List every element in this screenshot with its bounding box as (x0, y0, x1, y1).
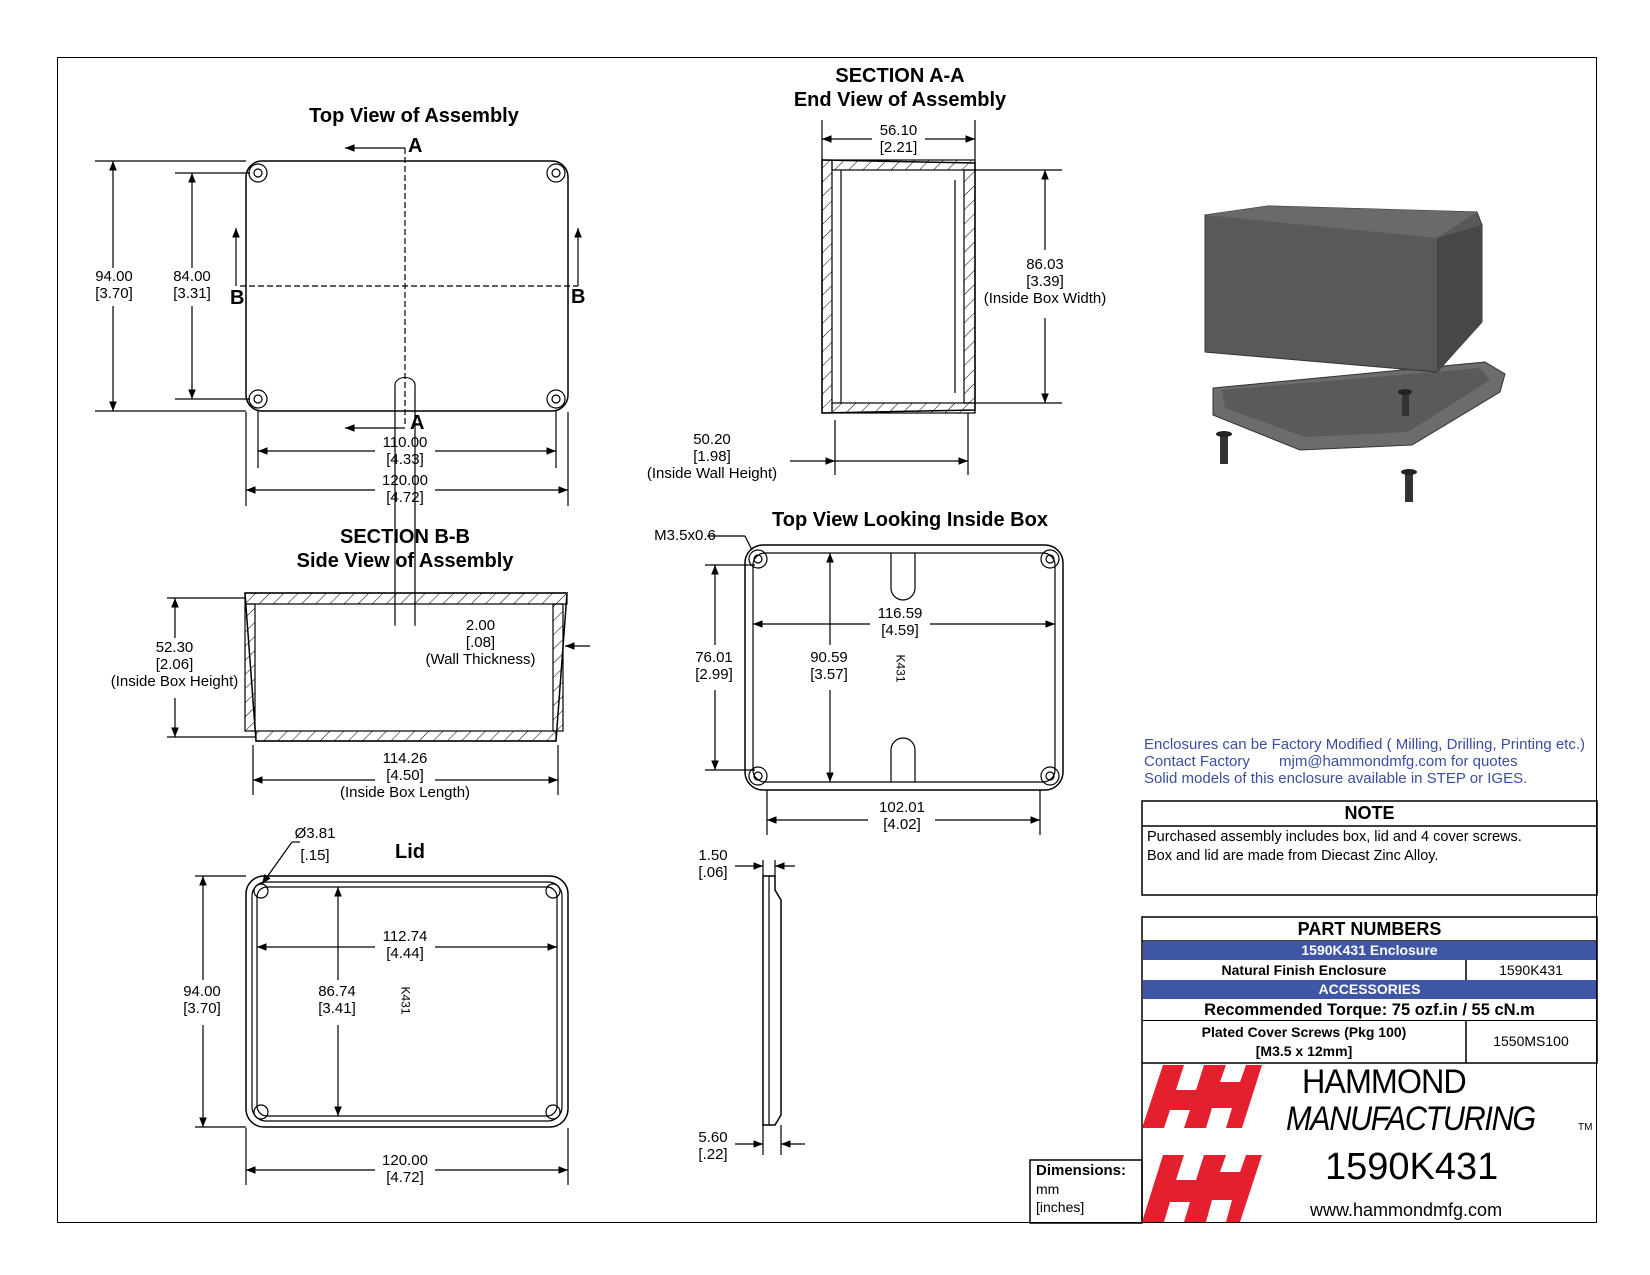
hammond-logo (1142, 1065, 1262, 1222)
dim-inside-width: 116.59[4.59] (877, 605, 923, 639)
dim-inside-box-width: 86.03[3.39](Inside Box Width) (983, 256, 1107, 307)
info-contact: Contact Factory (1144, 753, 1250, 770)
lid-title: Lid (395, 841, 425, 863)
section-bb-view (167, 377, 590, 795)
enclosure-band: 1590K431 Enclosure (1143, 941, 1596, 960)
inside-box-title: Top View Looking Inside Box (772, 509, 1048, 531)
note-title: NOTE (1344, 803, 1395, 823)
dim-lid-hole: Ø3.81[.15] (294, 825, 336, 864)
box-part-mark: K431 (893, 654, 908, 683)
dim-inside-depth: 90.59[3.57] (810, 649, 848, 683)
dim-overall-width: 120.00[4.72] (382, 472, 428, 506)
dim-inside-wall-height: 50.20[1.98](Inside Wall Height) (646, 431, 778, 482)
dim-lid-thickness: 1.50[.06] (698, 847, 728, 881)
dim-lid-width: 120.00[4.72] (382, 1152, 428, 1186)
dimensions-unit-inches: [inches] (1036, 1199, 1085, 1215)
lid-side-view (735, 860, 805, 1155)
dim-hole-spacing: 76.01[2.99] (695, 649, 733, 683)
company-name-manufacturing: MANUFACTURING (1286, 1100, 1536, 1138)
dim-lid-inner-width: 112.74[4.44] (382, 928, 428, 962)
drawing-frame (57, 57, 1597, 1223)
trademark: TM (1578, 1122, 1593, 1133)
dim-inside-box-height: 52.30[2.06](Inside Box Height) (110, 639, 239, 690)
info-modification: Enclosures can be Factory Modified ( Mil… (1144, 736, 1585, 753)
natural-finish-part: 1590K431 (1499, 962, 1563, 978)
company-name-hammond: HAMMOND (1302, 1063, 1467, 1101)
dim-lid-inner-height: 86.74[3.41] (318, 983, 356, 1017)
lid-view (195, 841, 569, 1185)
top-view-title: Top View of Assembly (309, 105, 519, 127)
lid-part-mark: K431 (398, 986, 413, 1015)
dimensions-unit-mm: mm (1036, 1181, 1060, 1197)
info-email[interactable]: mjm@hammondmfg.com for quotes (1279, 753, 1518, 770)
dim-hole-height: 84.00[3.31] (173, 268, 211, 302)
dim-end-width: 56.10[2.21] (879, 122, 918, 156)
dim-lid-height: 94.00[3.70] (183, 983, 221, 1017)
note-body: Purchased assembly includes box, lid and… (1147, 829, 1522, 864)
dim-inside-box-length: 114.26[4.50](Inside Box Length) (339, 750, 471, 801)
section-marker-b-left: B (230, 287, 245, 309)
accessories-band: ACCESSORIES (1143, 980, 1596, 999)
part-numbers-title: PART NUMBERS (1297, 919, 1442, 939)
torque-spec: Recommended Torque: 75 ozf.in / 55 cN.m (1143, 1000, 1596, 1021)
enclosure-3d-render (1204, 205, 1506, 502)
thread-callout: M3.5x0.6 (654, 527, 716, 544)
dim-wall-thickness: 2.00[.08](Wall Thickness) (425, 617, 536, 668)
dimensions-label: Dimensions: (1036, 1162, 1127, 1179)
section-aa-view (790, 120, 1062, 475)
section-marker-b-right: B (571, 286, 586, 308)
dim-lid-overall-thickness: 5.60[.22] (698, 1129, 728, 1163)
section-marker-a-bottom: A (410, 412, 425, 434)
cover-screws-label: Plated Cover Screws (Pkg 100)[M3.5 x 12m… (1201, 1024, 1407, 1059)
dim-overall-height: 94.00[3.70] (95, 268, 133, 302)
company-website[interactable]: www.hammondmfg.com (1310, 1200, 1503, 1220)
dim-bottom-width: 102.01[4.02] (879, 799, 925, 833)
top-view-assembly (95, 144, 582, 506)
natural-finish-label: Natural Finish Enclosure (1221, 962, 1387, 978)
title-part-number: 1590K431 (1325, 1146, 1499, 1188)
inside-box-view (705, 535, 1064, 835)
dim-hole-width: 110.00[4.33] (382, 434, 428, 468)
cover-screws-part: 1550MS100 (1493, 1033, 1569, 1049)
section-marker-a-top: A (408, 135, 423, 157)
info-models: Solid models of this enclosure available… (1144, 770, 1528, 787)
